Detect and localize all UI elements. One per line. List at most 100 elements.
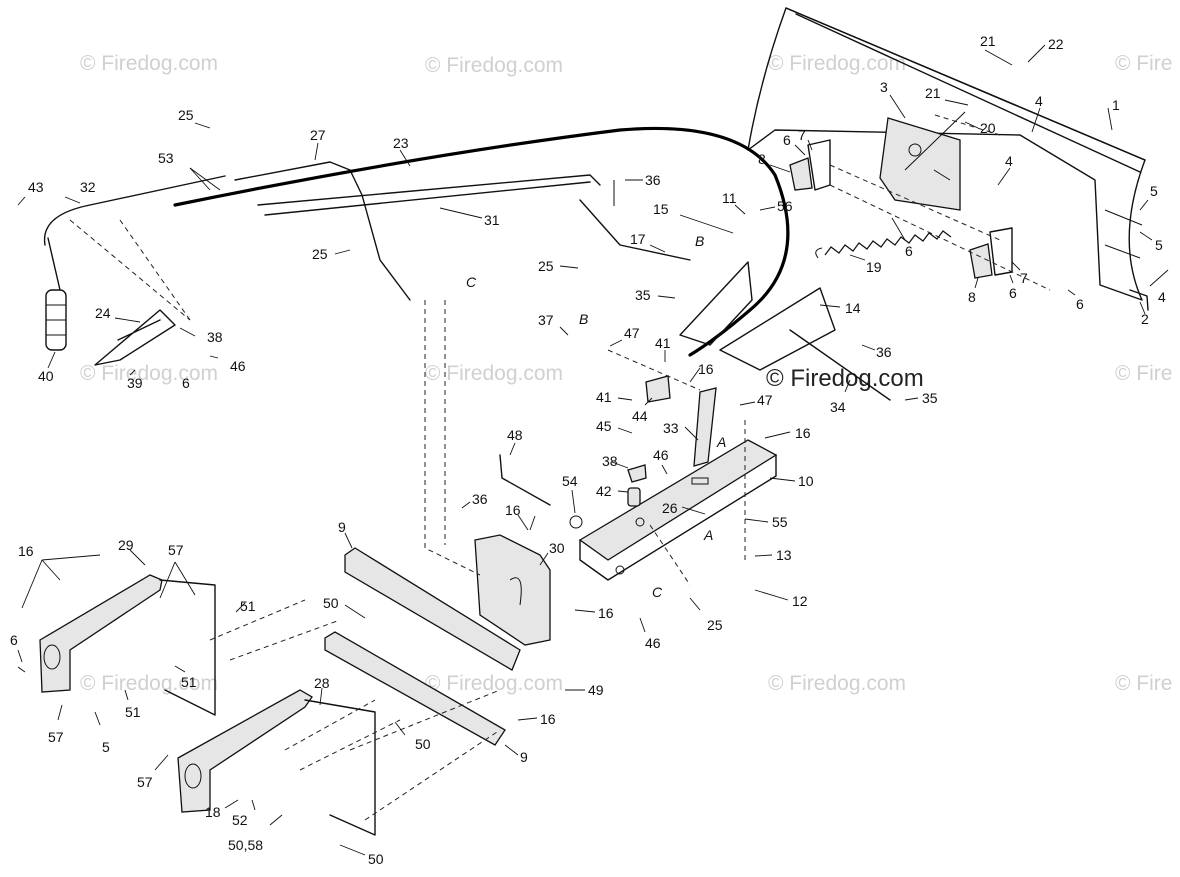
callout: 39 bbox=[127, 369, 143, 391]
svg-text:17: 17 bbox=[630, 231, 646, 247]
callout: 16 bbox=[529, 515, 536, 531]
svg-text:5: 5 bbox=[1155, 237, 1163, 253]
svg-text:47: 47 bbox=[624, 325, 640, 341]
svg-text:51: 51 bbox=[125, 704, 141, 720]
svg-text:12: 12 bbox=[792, 593, 808, 609]
svg-text:57: 57 bbox=[137, 774, 153, 790]
callout: 7 bbox=[798, 127, 813, 151]
svg-text:22: 22 bbox=[1048, 36, 1064, 52]
callout: 18 bbox=[205, 799, 239, 820]
watermark: © Firedog.com bbox=[425, 54, 563, 77]
svg-text:16: 16 bbox=[505, 502, 521, 518]
watermark: © Firedog.com bbox=[425, 672, 563, 695]
svg-text:52: 52 bbox=[232, 812, 248, 828]
side-bracket-right bbox=[177, 689, 313, 813]
svg-text:16: 16 bbox=[540, 711, 556, 727]
svg-text:25: 25 bbox=[538, 258, 554, 274]
svg-text:16: 16 bbox=[698, 361, 714, 377]
callout: 5 bbox=[1139, 183, 1158, 211]
callout: 12 bbox=[754, 589, 808, 609]
callout: 6 bbox=[1009, 274, 1017, 301]
svg-text:20: 20 bbox=[980, 120, 996, 136]
reference-letters: A A A B B C C bbox=[466, 233, 726, 600]
svg-text:55: 55 bbox=[772, 514, 788, 530]
svg-text:18: 18 bbox=[205, 804, 221, 820]
callout: 50 bbox=[323, 595, 366, 619]
svg-text:57: 57 bbox=[48, 729, 64, 745]
lock-pin bbox=[499, 454, 551, 506]
svg-text:50: 50 bbox=[323, 595, 339, 611]
svg-text:35: 35 bbox=[922, 390, 938, 406]
svg-text:4: 4 bbox=[1035, 93, 1043, 109]
ref-letter: A bbox=[703, 527, 713, 543]
callout: 6 bbox=[783, 132, 806, 156]
callout: 19 bbox=[849, 254, 882, 275]
callout: 26 bbox=[662, 500, 706, 516]
callout: 53 bbox=[158, 150, 221, 191]
svg-text:6: 6 bbox=[10, 632, 18, 648]
svg-text:9: 9 bbox=[520, 749, 528, 765]
main-frame-tube bbox=[578, 439, 778, 581]
svg-text:23: 23 bbox=[393, 135, 409, 151]
callout: 6 bbox=[17, 666, 26, 673]
callout: 32 bbox=[64, 179, 96, 204]
svg-text:34: 34 bbox=[830, 399, 846, 415]
foot-lever bbox=[94, 309, 176, 366]
svg-text:15: 15 bbox=[653, 201, 669, 217]
svg-text:53: 53 bbox=[158, 150, 174, 166]
svg-text:6: 6 bbox=[1076, 296, 1084, 312]
angle-bracket bbox=[679, 261, 836, 371]
watermark-overlay: © Firedog.com bbox=[766, 365, 924, 392]
svg-text:16: 16 bbox=[795, 425, 811, 441]
callout: 44 bbox=[632, 397, 653, 424]
watermark: © Firedog.com bbox=[768, 52, 906, 75]
svg-text:36: 36 bbox=[645, 172, 661, 188]
callout: 16 bbox=[505, 502, 529, 531]
svg-text:38: 38 bbox=[207, 329, 223, 345]
callout: 51 bbox=[124, 689, 141, 720]
callout: 50 bbox=[339, 844, 384, 867]
svg-text:3: 3 bbox=[880, 79, 888, 95]
callout: 16 bbox=[0, 0, 16, 3]
callout: 16 bbox=[764, 425, 811, 441]
callout: 9 bbox=[338, 519, 353, 549]
callout: 5 bbox=[94, 711, 110, 755]
callout: 1 bbox=[1107, 97, 1120, 131]
callout: 50 bbox=[394, 721, 431, 752]
svg-text:7: 7 bbox=[798, 127, 806, 143]
svg-text:46: 46 bbox=[230, 358, 246, 374]
svg-text:29: 29 bbox=[118, 537, 134, 553]
svg-text:42: 42 bbox=[596, 483, 612, 499]
mount-bar-upper bbox=[344, 547, 521, 671]
pivot-rod bbox=[789, 329, 891, 401]
svg-text:45: 45 bbox=[596, 418, 612, 434]
callout: 20 bbox=[964, 120, 996, 136]
svg-text:6: 6 bbox=[783, 132, 791, 148]
callout: 33 bbox=[663, 420, 699, 441]
callout: 57 bbox=[48, 704, 64, 745]
callout: 25 bbox=[538, 258, 579, 274]
callout-layer: 1 2 3 4 4 4 5 5 6 6 6 6 6 6 7 7 8 8 9 9 … bbox=[0, 0, 1169, 867]
svg-text:31: 31 bbox=[484, 212, 500, 228]
svg-text:50: 50 bbox=[415, 736, 431, 752]
callout: 50,58 bbox=[228, 814, 283, 853]
rod bbox=[579, 199, 691, 261]
callout: 35 bbox=[635, 287, 676, 303]
svg-text:6: 6 bbox=[1009, 285, 1017, 301]
callout: 23 bbox=[393, 135, 411, 167]
clamp bbox=[627, 464, 647, 483]
svg-text:49: 49 bbox=[588, 682, 604, 698]
callout: 51 bbox=[235, 598, 256, 614]
callout: 16 bbox=[689, 361, 714, 383]
spacer bbox=[627, 487, 641, 507]
callout: 16 bbox=[574, 605, 614, 621]
svg-text:24: 24 bbox=[95, 305, 111, 321]
blade-mount-plate bbox=[879, 117, 961, 211]
side-bracket-left bbox=[39, 574, 163, 693]
ref-letter: A bbox=[716, 434, 726, 450]
callout: 46 bbox=[639, 617, 661, 651]
svg-text:50,58: 50,58 bbox=[228, 837, 263, 853]
callout: 46 bbox=[653, 447, 669, 475]
svg-text:48: 48 bbox=[507, 427, 523, 443]
svg-text:16: 16 bbox=[598, 605, 614, 621]
